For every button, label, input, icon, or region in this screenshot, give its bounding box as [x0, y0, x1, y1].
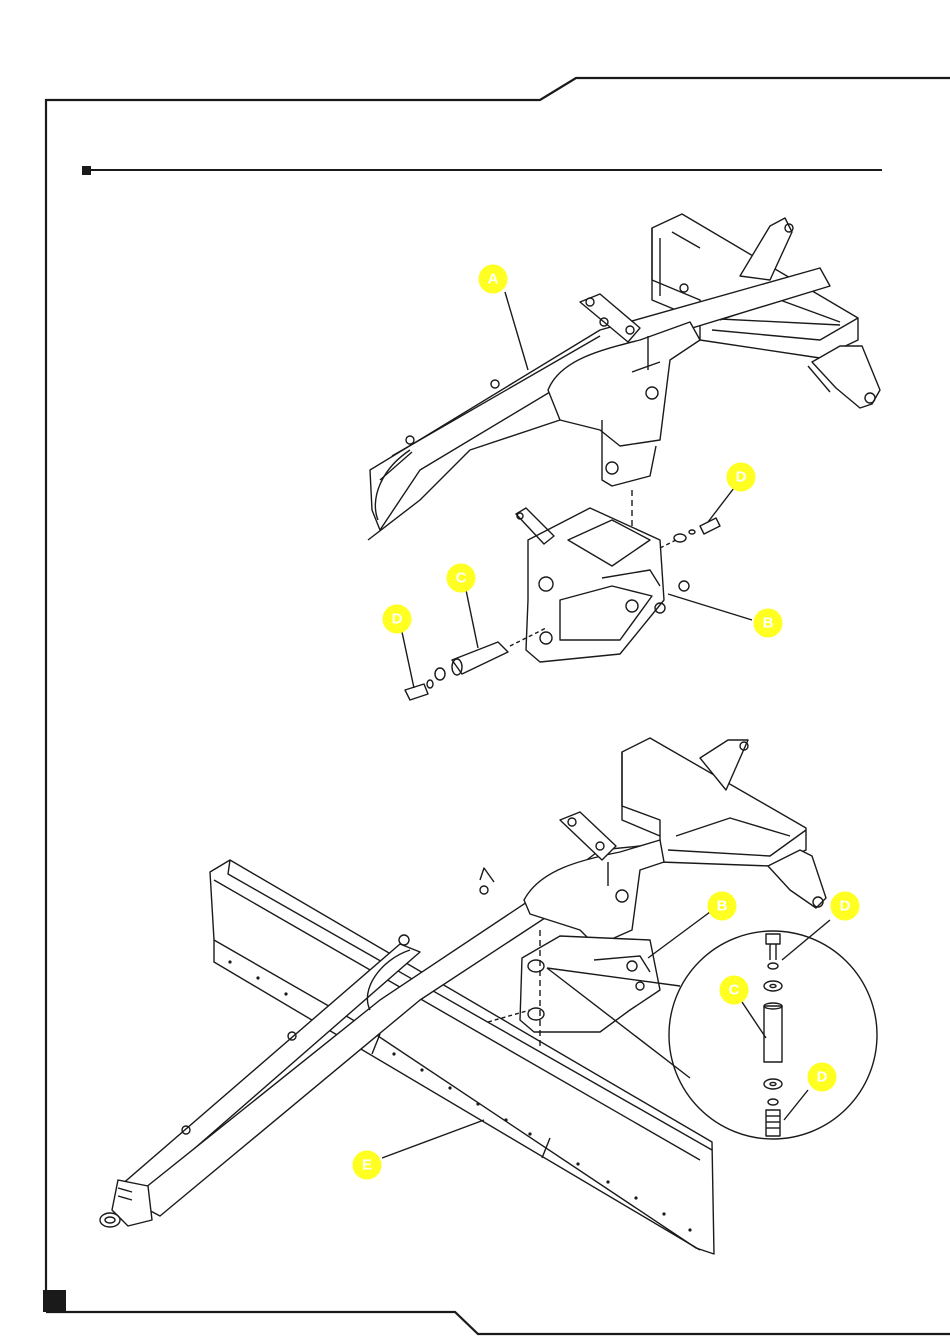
- callout-top-b: B: [754, 609, 782, 637]
- section-bullet: [82, 166, 91, 175]
- callout-label: C: [729, 982, 740, 999]
- callout-label: D: [736, 469, 747, 486]
- bottom-illustration: [100, 738, 877, 1254]
- leader-top-d-right: [708, 488, 734, 522]
- callout-bottom-b: B: [708, 892, 736, 920]
- callout-label: D: [840, 898, 851, 915]
- top-center-mast: [548, 322, 700, 486]
- callout-bottom-e: E: [353, 1151, 381, 1179]
- top-illustration: [368, 214, 880, 700]
- callout-top-d-right: D: [727, 463, 755, 491]
- callout-top-c: C: [447, 564, 475, 592]
- callout-label: C: [456, 570, 467, 587]
- callout-bottom-c: C: [720, 976, 748, 1004]
- callout-bottom-d-upper: D: [831, 892, 859, 920]
- leader-bottom-b: [648, 912, 710, 958]
- bottom-frame-box: [622, 738, 826, 908]
- top-swivel-bracket: [516, 508, 689, 662]
- callout-top-a: A: [479, 265, 507, 293]
- callout-label: D: [817, 1069, 828, 1086]
- leader-top-c: [466, 590, 478, 648]
- top-hitch-plate: [740, 218, 792, 280]
- page-corner-block: [43, 1290, 66, 1312]
- callout-label: B: [717, 898, 728, 915]
- callout-label: A: [488, 271, 499, 288]
- callout-label: B: [763, 615, 774, 632]
- leader-top-b: [668, 594, 752, 620]
- top-pin-right: [660, 518, 720, 548]
- callout-bottom-d-lower: D: [808, 1063, 836, 1091]
- callout-label: E: [362, 1157, 372, 1174]
- callout-label: D: [392, 611, 403, 628]
- frame-bottom-edge: [46, 1312, 950, 1334]
- leader-top-d-left: [402, 632, 414, 688]
- leader-bottom-e: [382, 1120, 484, 1158]
- section-rule: [82, 166, 882, 175]
- callout-top-d-left: D: [383, 605, 411, 633]
- leader-top-a: [505, 292, 528, 370]
